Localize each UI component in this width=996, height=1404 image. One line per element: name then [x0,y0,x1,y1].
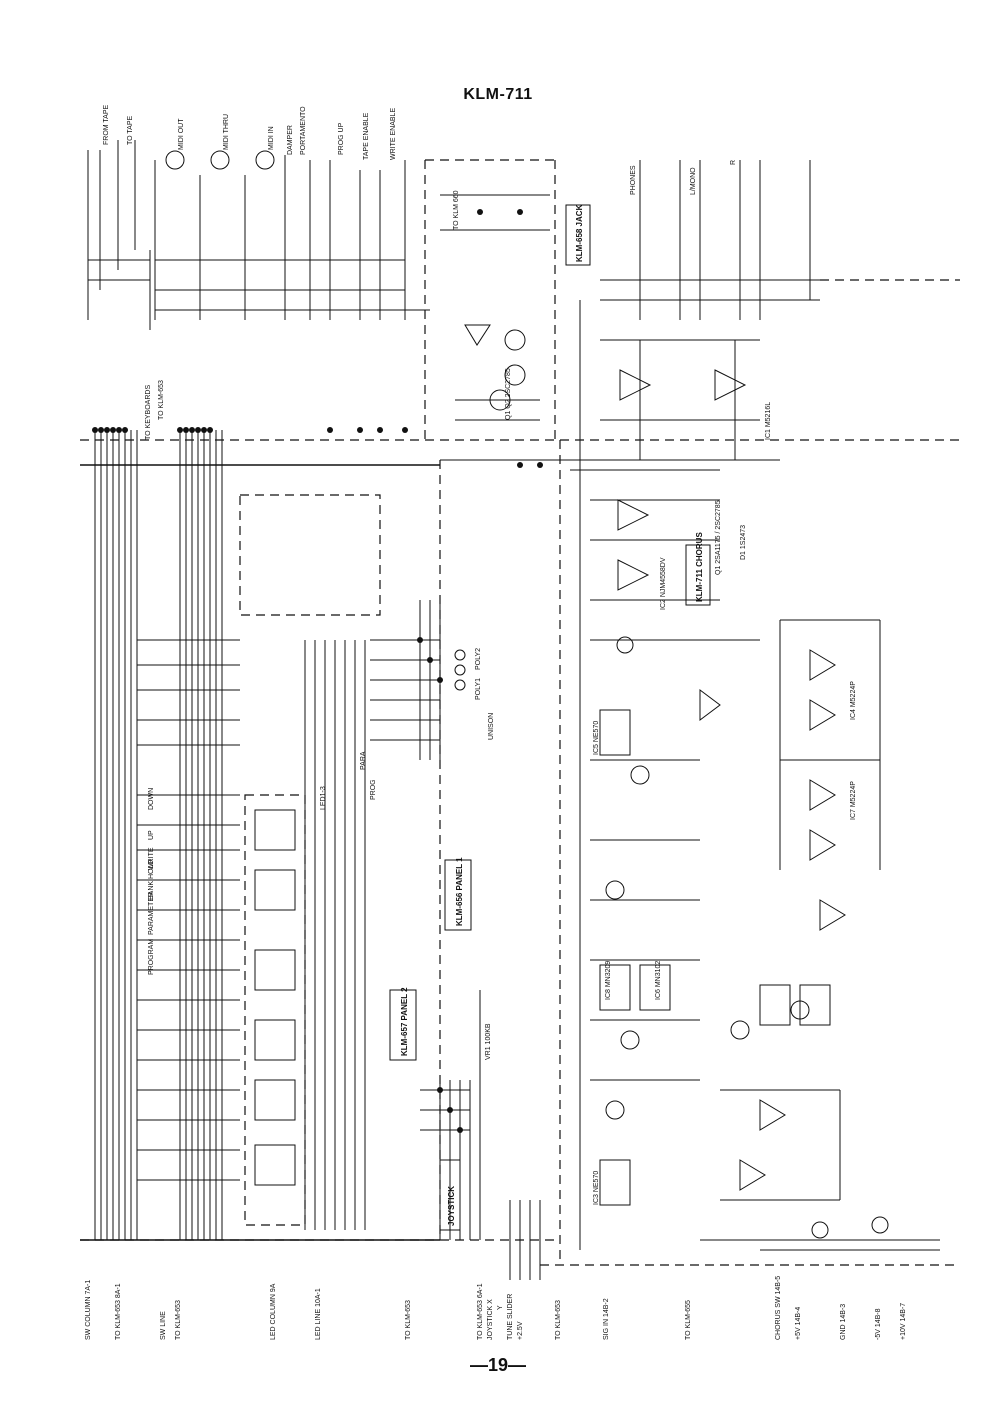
bus-label: SW LINE [160,1311,167,1340]
prog-up-label: PROG UP [338,122,345,155]
ic-label: IC2 NJM4558DV [660,557,667,610]
ic-label: IC8 MN3209 [605,961,612,1000]
note-label: D1 1S2473 [740,525,747,560]
to-keyboards-label: TO KEYBOARDS [145,385,152,440]
bus-label: TO KLM-655 [685,1300,692,1340]
power-label: -5V 14B-8 [875,1308,882,1340]
bus-label: TO KLM-653 6A-1 [477,1283,484,1340]
note-label: Q1 Q2 2SC2785 [505,368,512,420]
page-number: —19— [469,1355,527,1375]
phones-label: PHONES [630,165,637,195]
board-boundaries [80,159,960,1266]
bus-label: TO KLM-653 [555,1300,562,1340]
midi-thru-label: MIDI THRU [223,114,230,150]
midi-out-label: MIDI OUT [178,118,185,150]
switch-label: POLY1 [475,678,482,700]
bus-label: TO KLM-653 [405,1300,412,1340]
power-label: +10V 14B-7 [900,1303,907,1340]
top-connector-labels: FROM TAPE TO TAPE MIDI OUT MIDI THRU MID… [103,104,460,440]
from-tape-label: FROM TAPE [103,104,110,145]
switch-label: PROGRAM [148,939,155,975]
switch-label: DOWN [148,788,155,810]
switch-label: WRITE [148,847,155,870]
switch-labels: DOWN UP WRITE BANK HOLD PARAMETER PROGRA… [148,648,495,975]
block-labels: KLM-658 JACK KLM-711 CHORUS KLM-656 PANE… [389,204,711,1231]
chorus-board [570,469,810,1250]
chorus-board-label: KLM-711 CHORUS [695,532,704,602]
switch-label: UP [148,830,155,840]
power-label: +5V 14B-4 [795,1307,802,1340]
junction-dots [92,209,543,1133]
portamento-label: PORTAMENTO [300,106,307,155]
power-labels: CHORUS SW 14B-5 +5V 14B-4 GND 14B-3 -5V … [775,1276,907,1340]
bus-label: Y [497,1305,504,1310]
write-enable-label: WRITE ENABLE [390,108,397,160]
ic-labels: IC1 M5216L IC2 NJM4558DV IC3 NE570 IC4 M… [593,402,857,1205]
component-notes: Q1 Q2 2SC2785 Q1 2SA1175 / 2SC2785 D1 1S… [320,368,747,1060]
bus-label: +2.5V [517,1321,524,1340]
jack-output-labels: PHONES L/MONO R [630,160,737,195]
switch-label: PARA [360,751,367,770]
note-label: LED1-3 [320,786,327,810]
to-klm-653-label: TO KLM-653 [158,380,165,420]
jack-board-label: KLM-658 JACK [575,204,584,262]
ic-label: IC4 M5224P [850,681,857,720]
r-label: R [730,160,737,165]
ic-label: IC6 MN3102 [655,961,662,1000]
top-connectors [87,140,430,330]
switch-rows [137,639,240,1181]
switch-label: PARAMETER [148,892,155,935]
page-title: KLM-711 [463,86,533,103]
note-label: VR1 100KB [485,1023,492,1060]
bus-label: TO KLM-653 [175,1300,182,1340]
tape-enable-label: TAPE ENABLE [363,112,370,160]
ic-label: IC1 M5216L [765,402,772,440]
ic-label: IC3 NE570 [593,1171,600,1205]
power-label: GND 14B-3 [840,1304,847,1340]
jack-opamps [455,324,760,460]
panel2-label: KLM-657 PANEL 2 [400,987,409,1056]
bus-label: TUNE SLIDER [507,1294,514,1340]
jack-board [440,160,820,470]
l-mono-label: L/MONO [690,167,697,195]
switch-label: UNISON [488,713,495,740]
ic-label: IC7 M5224P [850,781,857,820]
switch-label: BANK HOLD [148,860,155,900]
panel1-label: KLM-656 PANEL 1 [455,857,464,926]
bus-label: LED LINE 10A-1 [315,1288,322,1340]
midi-in-label: MIDI IN [268,126,275,150]
to-tape-label: TO TAPE [127,115,134,145]
bus-label: JOYSTICK X [487,1299,494,1340]
panel1-connector [370,600,466,760]
bus-label: LED COLUMN 9A [270,1283,277,1340]
damper-label: DAMPER [287,125,294,155]
note-label: Q1 2SA1175 / 2SC2785 [715,500,722,575]
bottom-left-labels: SW COLUMN 7A-1 TO KLM-653 8A-1 SW LINE T… [85,1280,692,1340]
led-displays [244,640,366,1230]
to-klm-660-label: TO KLM 660 [453,190,460,230]
switch-label: PROG [370,779,377,800]
joystick-connector [420,990,541,1280]
bus-label: SIG IN 14B-2 [603,1298,610,1340]
joystick-label: JOYSTICK [447,1186,456,1226]
bus-label: SW COLUMN 7A-1 [85,1280,92,1340]
bus-label: TO KLM-653 8A-1 [115,1283,122,1340]
ic-label: IC5 NE570 [593,721,600,755]
matrix-bus [80,430,440,1241]
compander-section [700,619,940,1251]
power-label: CHORUS SW 14B-5 [775,1276,782,1340]
switch-label: POLY2 [475,648,482,670]
